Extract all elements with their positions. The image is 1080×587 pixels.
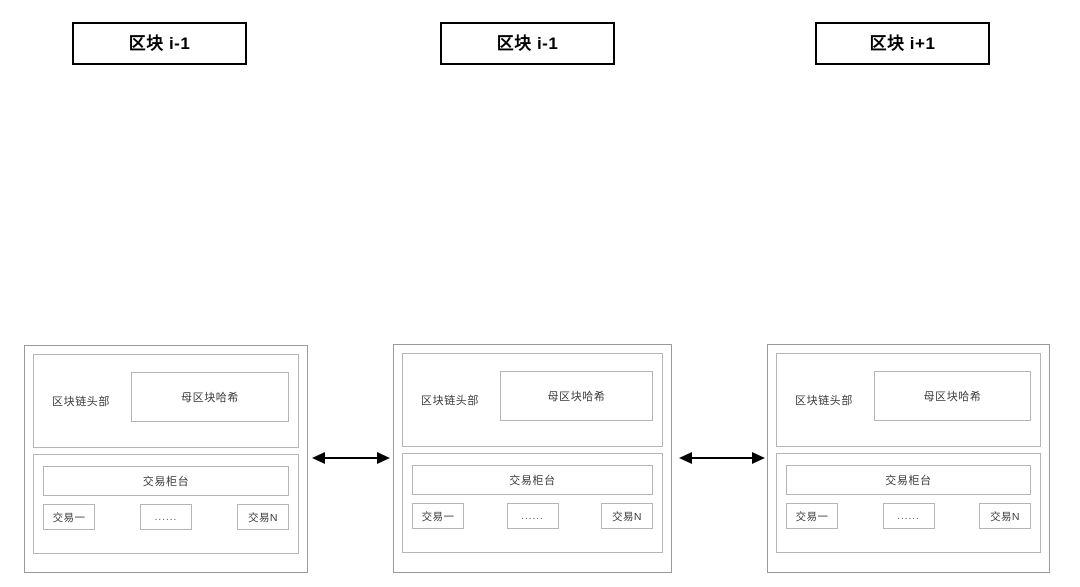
transaction-box-first-1: 交易一	[43, 504, 95, 530]
transaction-box-first-3: 交易一	[786, 503, 838, 529]
block-title-label-3: 区块 i+1	[869, 34, 936, 53]
transaction-label-last-1: 交易N	[248, 511, 278, 524]
transaction-row-1: 交易一 ...... 交易N	[43, 504, 289, 532]
block-header-section-2: 区块链头部 母区块哈希	[402, 353, 663, 447]
transaction-box-first-2: 交易一	[412, 503, 464, 529]
block-body-section-2: 交易柜台 交易一 ...... 交易N	[402, 453, 663, 553]
block-container-3: 区块链头部 母区块哈希 交易柜台 交易一 ...... 交易N	[767, 344, 1050, 573]
double-arrow-right	[679, 448, 765, 468]
block-header-label-2: 区块链头部	[421, 395, 479, 407]
transaction-label-first-1: 交易一	[52, 511, 86, 524]
transaction-label-ellipsis-3: ......	[897, 510, 920, 522]
transaction-box-last-2: 交易N	[601, 503, 653, 529]
block-header-label-1: 区块链头部	[52, 396, 110, 408]
transaction-counter-label-1: 交易柜台	[142, 476, 190, 488]
double-arrow-left	[312, 448, 390, 468]
block-title-label-1: 区块 i-1	[128, 34, 191, 53]
parent-hash-label-1: 母区块哈希	[181, 392, 239, 404]
block-title-box-1: 区块 i-1	[72, 22, 247, 65]
double-arrow-icon-right	[679, 452, 765, 464]
transaction-label-last-2: 交易N	[612, 510, 642, 523]
transaction-counter-box-1: 交易柜台	[43, 466, 289, 496]
parent-hash-box-3: 母区块哈希	[874, 371, 1031, 421]
parent-hash-box-2: 母区块哈希	[500, 371, 653, 421]
transaction-box-ellipsis-3: ......	[882, 503, 935, 529]
block-header-section-1: 区块链头部 母区块哈希	[33, 354, 299, 448]
transaction-row-3: 交易一 ...... 交易N	[786, 503, 1031, 531]
block-header-label-3: 区块链头部	[795, 395, 853, 407]
parent-hash-label-3: 母区块哈希	[923, 391, 982, 403]
block-header-section-3: 区块链头部 母区块哈希	[776, 353, 1041, 447]
block-body-section-1: 交易柜台 交易一 ...... 交易N	[33, 454, 299, 554]
transaction-box-ellipsis-1: ......	[140, 504, 192, 530]
transaction-counter-label-3: 交易柜台	[885, 475, 932, 487]
transaction-label-ellipsis-2: ......	[521, 510, 544, 522]
block-container-2: 区块链头部 母区块哈希 交易柜台 交易一 ...... 交易N	[393, 344, 672, 573]
block-title-label-2: 区块 i-1	[496, 34, 559, 53]
transaction-row-2: 交易一 ...... 交易N	[412, 503, 653, 531]
block-body-section-3: 交易柜台 交易一 ...... 交易N	[776, 453, 1041, 553]
transaction-label-last-3: 交易N	[990, 510, 1020, 523]
transaction-counter-box-3: 交易柜台	[786, 465, 1031, 495]
transaction-box-last-3: 交易N	[979, 503, 1031, 529]
transaction-box-last-1: 交易N	[237, 504, 289, 530]
transaction-label-first-3: 交易一	[795, 510, 829, 523]
block-title-box-2: 区块 i-1	[440, 22, 615, 65]
transaction-label-ellipsis-1: ......	[154, 511, 178, 523]
block-title-box-3: 区块 i+1	[815, 22, 990, 65]
parent-hash-box-1: 母区块哈希	[131, 372, 289, 422]
parent-hash-label-2: 母区块哈希	[547, 391, 606, 403]
transaction-counter-label-2: 交易柜台	[509, 475, 556, 487]
transaction-box-ellipsis-2: ......	[506, 503, 559, 529]
block-container-1: 区块链头部 母区块哈希 交易柜台 交易一 ...... 交易N	[24, 345, 308, 573]
transaction-counter-box-2: 交易柜台	[412, 465, 653, 495]
double-arrow-icon-left	[312, 452, 390, 464]
transaction-label-first-2: 交易一	[421, 510, 455, 523]
